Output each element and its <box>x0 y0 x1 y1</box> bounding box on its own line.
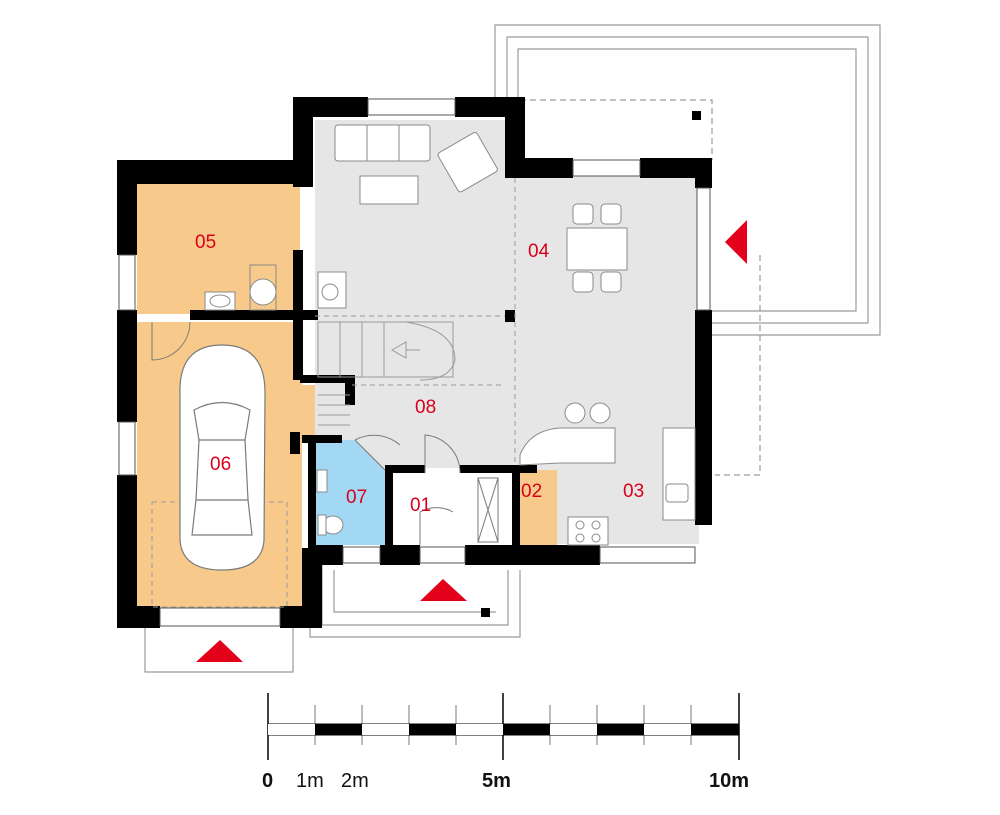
entrance-arrow-icon <box>725 220 747 264</box>
entrance-arrow-icon <box>196 640 243 662</box>
sink-icon <box>204 264 347 311</box>
room-label-04: 04 <box>528 241 550 262</box>
door-swings <box>151 321 499 545</box>
walls <box>117 97 712 628</box>
dining-table-icon <box>566 203 628 293</box>
room-label-02: 02 <box>521 481 542 502</box>
room-label-05: 05 <box>195 232 216 253</box>
terrace-outline <box>494 24 881 476</box>
scale-label-2m: 2m <box>341 770 369 792</box>
room-label-01: 01 <box>410 495 431 516</box>
stair-icon <box>317 321 456 426</box>
entrance-arrow-icon <box>420 579 467 601</box>
windows <box>118 98 711 627</box>
toilet-icon <box>316 469 344 536</box>
room-02-floor <box>515 470 557 545</box>
scale-label-5m: 5m <box>482 770 511 792</box>
scale-label-1m: 1m <box>296 770 324 792</box>
post-marker <box>692 111 701 120</box>
room-label-07: 07 <box>346 487 367 508</box>
post-marker <box>481 608 490 617</box>
sofa-icon <box>334 124 498 205</box>
car-icon <box>179 344 266 571</box>
room-label-03: 03 <box>623 481 644 502</box>
scale-label-0: 0 <box>262 770 273 792</box>
scale-bar <box>267 693 740 760</box>
entry-steps-outline <box>144 562 521 673</box>
room-label-06: 06 <box>210 454 231 475</box>
kitchen-furniture <box>519 402 696 546</box>
room-label-08: 08 <box>415 397 436 418</box>
scale-label-10m: 10m <box>709 770 749 792</box>
